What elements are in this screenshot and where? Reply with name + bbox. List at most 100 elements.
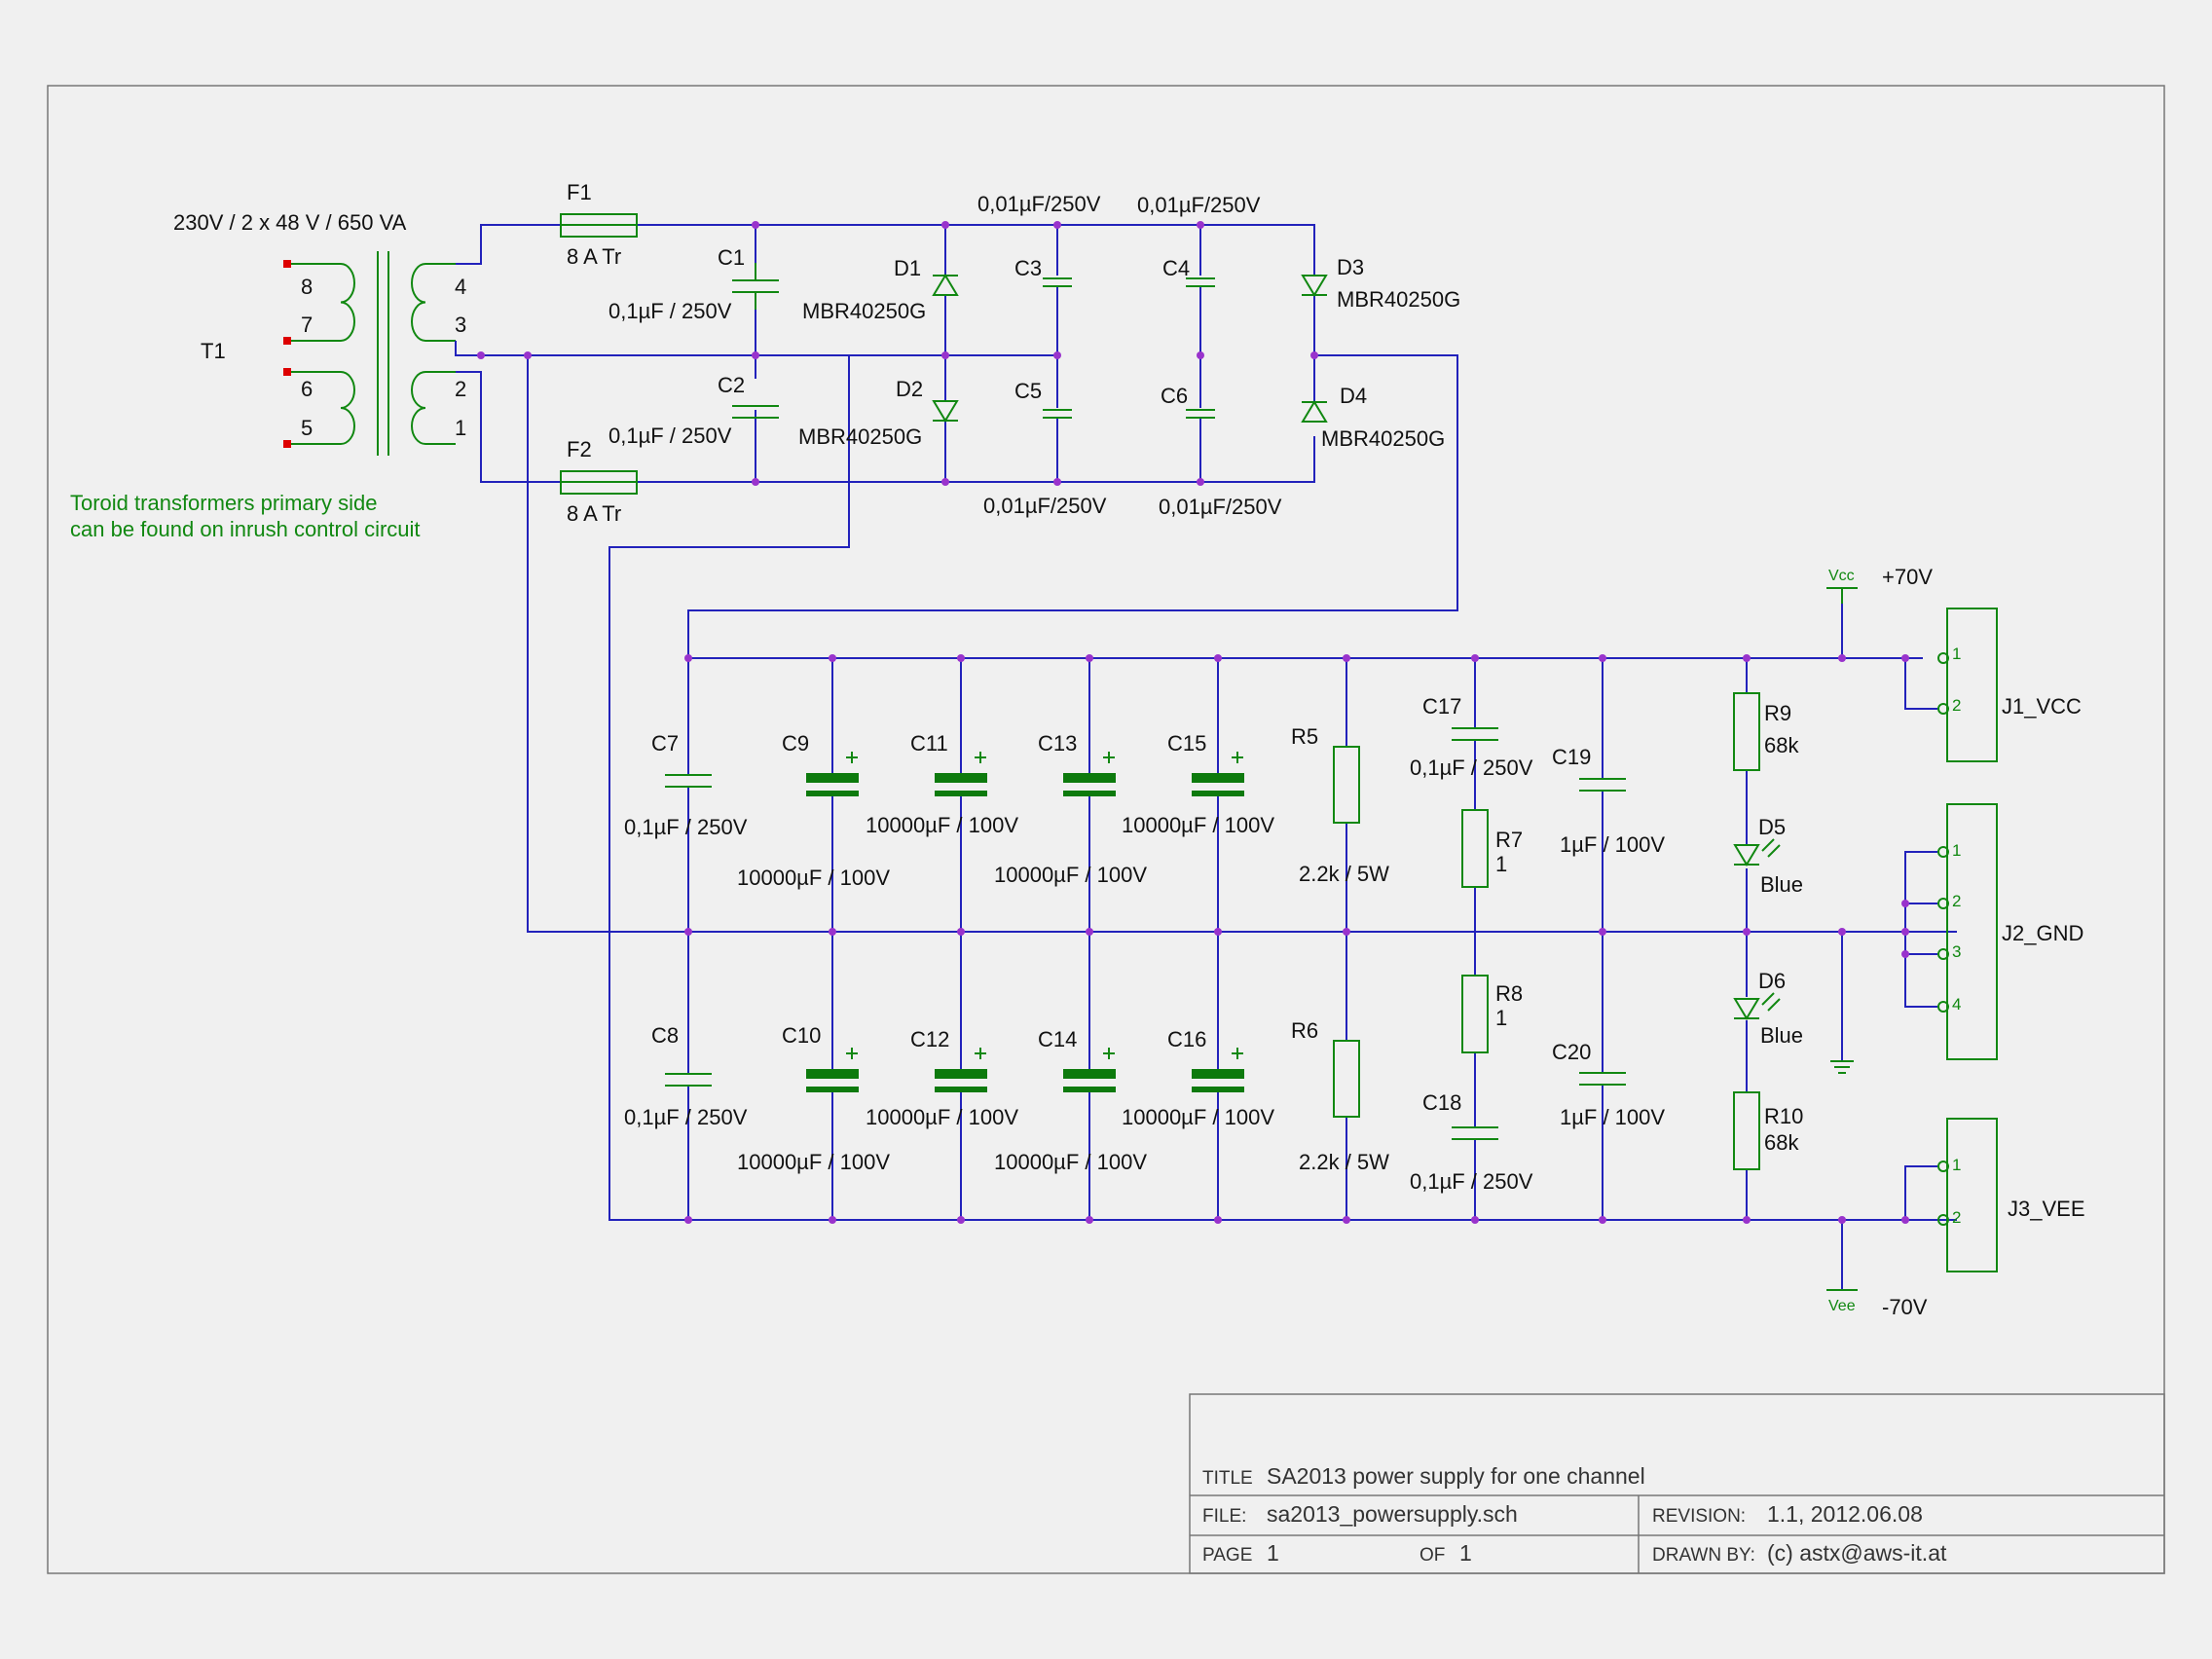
- drawn-by-value: (c) astx@aws-it.at: [1767, 1540, 1947, 1566]
- capacitor-c11[interactable]: C11 10000µF / 100V: [866, 731, 1018, 837]
- resistor-r9[interactable]: R9 68k: [1733, 692, 1799, 771]
- cap-value: 0,1µF / 250V: [624, 815, 748, 839]
- fuse-f2[interactable]: F2 8 A Tr: [560, 437, 638, 526]
- connector-j1[interactable]: 1 2 J1_VCC: [1937, 608, 2082, 762]
- capacitor-c12[interactable]: C12 10000µF / 100V: [866, 1027, 1018, 1129]
- diode-d1[interactable]: D1 MBR40250G: [802, 256, 959, 323]
- note-line2: can be found on inrush control circuit: [70, 517, 421, 541]
- title-label: TITLE: [1202, 1468, 1253, 1489]
- resistor-r8[interactable]: R8 1: [1461, 975, 1523, 1053]
- resistor-r5[interactable]: R5 2.2k / 5W: [1291, 724, 1389, 886]
- pin-label: 1: [1952, 841, 1961, 860]
- cap-value: 10000µF / 100V: [994, 1150, 1147, 1174]
- diode-d4[interactable]: D4 MBR40250G: [1301, 384, 1445, 451]
- pin-marker: [283, 337, 291, 345]
- capacitor-c1[interactable]: C1 0,1µF / 250V: [608, 245, 779, 323]
- capacitor-c17[interactable]: C17 0,1µF / 250V: [1410, 694, 1533, 780]
- resistor-r7[interactable]: R7 1: [1461, 809, 1523, 888]
- diode-value: MBR40250G: [802, 299, 926, 323]
- cap-ref: C12: [910, 1027, 949, 1051]
- capacitor-c2[interactable]: C2 0,1µF / 250V: [608, 373, 779, 448]
- capacitor-c8[interactable]: C8 0,1µF / 250V: [624, 1023, 748, 1129]
- cap-ref: C17: [1422, 694, 1461, 719]
- pin-marker: [283, 440, 291, 448]
- fuse-value: 8 A Tr: [567, 501, 621, 526]
- diode-ref: D2: [896, 377, 923, 401]
- capacitor-c10[interactable]: C10 10000µF / 100V: [737, 1023, 890, 1174]
- capacitor-c14[interactable]: C14 10000µF / 100V: [994, 1027, 1147, 1174]
- connector-j2[interactable]: 1 2 3 4 J2_GND: [1937, 803, 2083, 1060]
- fuse-value: 8 A Tr: [567, 244, 621, 269]
- sheet-title: SA2013 power supply for one channel: [1267, 1463, 1645, 1489]
- note-line1: Toroid transformers primary side: [70, 491, 377, 515]
- diode-d3[interactable]: D3 MBR40250G: [1301, 255, 1460, 312]
- pin-label: 4: [1952, 995, 1961, 1014]
- transformer-value: 230V / 2 x 48 V / 650 VA: [173, 210, 407, 235]
- led-d6[interactable]: D6 Blue: [1733, 969, 1803, 1048]
- diode-value: MBR40250G: [1321, 426, 1445, 451]
- pin-label: 4: [455, 275, 466, 299]
- capacitor-c6[interactable]: C6 0,01µF/250V: [1159, 384, 1282, 519]
- capacitor-c13[interactable]: C13 10000µF / 100V: [994, 731, 1147, 887]
- capacitor-c16[interactable]: C16 10000µF / 100V: [1122, 1027, 1274, 1129]
- cap-value: 0,01µF/250V: [1159, 495, 1282, 519]
- vcc-label: Vcc: [1828, 568, 1855, 584]
- pin-label: 3: [455, 313, 466, 337]
- led-value: Blue: [1760, 872, 1803, 897]
- page-number: 1: [1267, 1540, 1279, 1566]
- of-label: OF: [1419, 1545, 1445, 1566]
- fuse-ref: F2: [567, 437, 592, 461]
- capacitor-c18[interactable]: C18 0,1µF / 250V: [1410, 1090, 1533, 1194]
- capacitor-c5[interactable]: C5 0,01µF/250V: [983, 379, 1107, 518]
- wires-rectifier: [455, 224, 1957, 1221]
- diode-d2[interactable]: D2 MBR40250G: [798, 377, 959, 449]
- drawn-by-label: DRAWN BY:: [1652, 1545, 1755, 1566]
- cap-ref: C20: [1552, 1040, 1591, 1064]
- diode-value: MBR40250G: [798, 424, 922, 449]
- ground-symbol: [1830, 1060, 1854, 1074]
- capacitor-c4[interactable]: C4 0,01µF/250V: [1137, 193, 1261, 287]
- diode-ref: D3: [1337, 255, 1364, 279]
- capacitor-c9[interactable]: C9 10000µF / 100V: [737, 731, 890, 890]
- capacitor-c19[interactable]: C19 1µF / 100V: [1552, 745, 1665, 857]
- resistor-value: 68k: [1764, 733, 1799, 757]
- pin-label: 2: [1952, 892, 1961, 910]
- transformer-t1[interactable]: 230V / 2 x 48 V / 650 VA T1 8 7 6 5 4 3 …: [173, 210, 466, 456]
- cap-value: 10000µF / 100V: [994, 863, 1147, 887]
- resistor-value: 2.2k / 5W: [1299, 862, 1389, 886]
- pin-label: 1: [1952, 1156, 1961, 1174]
- resistor-ref: R8: [1495, 981, 1523, 1006]
- capacitor-c15[interactable]: C15 10000µF / 100V: [1122, 731, 1274, 837]
- connector-j3[interactable]: 1 2 J3_VEE: [1937, 1118, 2085, 1272]
- fuse-f1[interactable]: F1 8 A Tr: [560, 180, 638, 269]
- pin-label: 5: [301, 416, 313, 440]
- cap-ref: C3: [1014, 256, 1042, 280]
- capacitor-c7[interactable]: C7 0,1µF / 250V: [624, 731, 748, 839]
- pin-label: 2: [1952, 696, 1961, 715]
- capacitor-c20[interactable]: C20 1µF / 100V: [1552, 1040, 1665, 1129]
- cap-ref: C1: [718, 245, 745, 270]
- cap-value: 10000µF / 100V: [866, 813, 1018, 837]
- capacitor-c3[interactable]: C3 0,01µF/250V: [977, 192, 1101, 287]
- cap-value: 10000µF / 100V: [737, 866, 890, 890]
- resistor-ref: R7: [1495, 828, 1523, 852]
- led-d5[interactable]: D5 Blue: [1733, 815, 1803, 897]
- pin-label: 2: [1952, 1208, 1961, 1227]
- cap-value: 0,01µF/250V: [977, 192, 1101, 216]
- cap-value: 10000µF / 100V: [737, 1150, 890, 1174]
- connector-ref: J2_GND: [2002, 921, 2083, 945]
- cap-value: 0,01µF/250V: [1137, 193, 1261, 217]
- file-label: FILE:: [1202, 1506, 1246, 1527]
- cap-ref: C19: [1552, 745, 1591, 769]
- power-vcc: Vcc +70V: [1826, 565, 1933, 604]
- resistor-r10[interactable]: R10 68k: [1733, 1091, 1803, 1170]
- cap-ref: C15: [1167, 731, 1206, 756]
- resistor-r6[interactable]: R6 2.2k / 5W: [1291, 1018, 1389, 1174]
- diode-value: MBR40250G: [1337, 287, 1460, 312]
- pin-label: 3: [1952, 942, 1961, 961]
- cap-value: 10000µF / 100V: [1122, 1105, 1274, 1129]
- transformer-ref: T1: [201, 339, 226, 363]
- cap-ref: C4: [1162, 256, 1190, 280]
- resistor-value: 2.2k / 5W: [1299, 1150, 1389, 1174]
- connector-ref: J1_VCC: [2002, 694, 2082, 719]
